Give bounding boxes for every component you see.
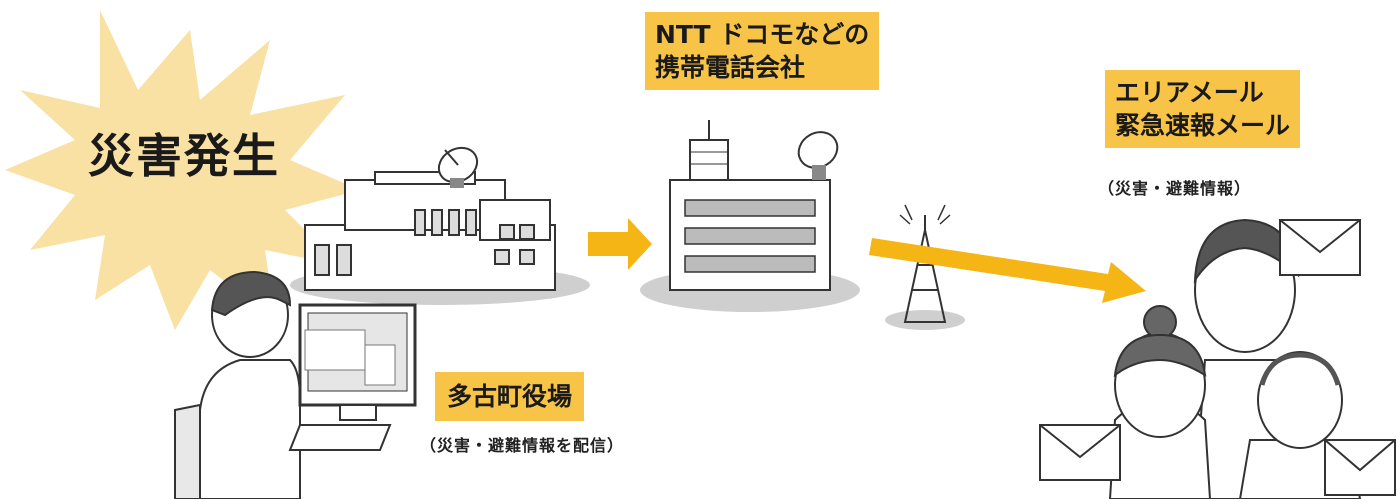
town-hall-note: （災害・避難情報を配信）: [420, 436, 625, 455]
arrow-carrier-to-people: [869, 238, 1146, 303]
carrier-building: [640, 120, 860, 312]
disaster-label: 災害発生: [88, 129, 280, 183]
area-mail-label-line2: 緊急速報メール: [1115, 111, 1291, 140]
arrow-town-to-carrier: [588, 218, 652, 270]
disaster-burst: [5, 10, 360, 330]
area-mail-label: エリアメール 緊急速報メール: [1105, 70, 1301, 148]
area-mail-label-line1: エリアメール: [1115, 78, 1264, 107]
carrier-label-line1: NTT ドコモなどの: [655, 20, 870, 49]
carrier-label-line2: 携帯電話会社: [655, 53, 806, 82]
transmission-tower: [885, 204, 965, 330]
carrier-label: NTT ドコモなどの 携帯電話会社: [645, 12, 880, 90]
town-hall-building: [290, 146, 590, 305]
envelope-icon: [1324, 439, 1396, 496]
envelope-icon: [1039, 424, 1121, 481]
operator-at-computer: [174, 270, 417, 499]
residents-receiving-mail: [1039, 218, 1396, 499]
envelope-icon: [1279, 219, 1361, 276]
town-hall-label: 多古町役場: [435, 372, 585, 421]
area-mail-note: （災害・避難情報）: [1098, 179, 1252, 198]
